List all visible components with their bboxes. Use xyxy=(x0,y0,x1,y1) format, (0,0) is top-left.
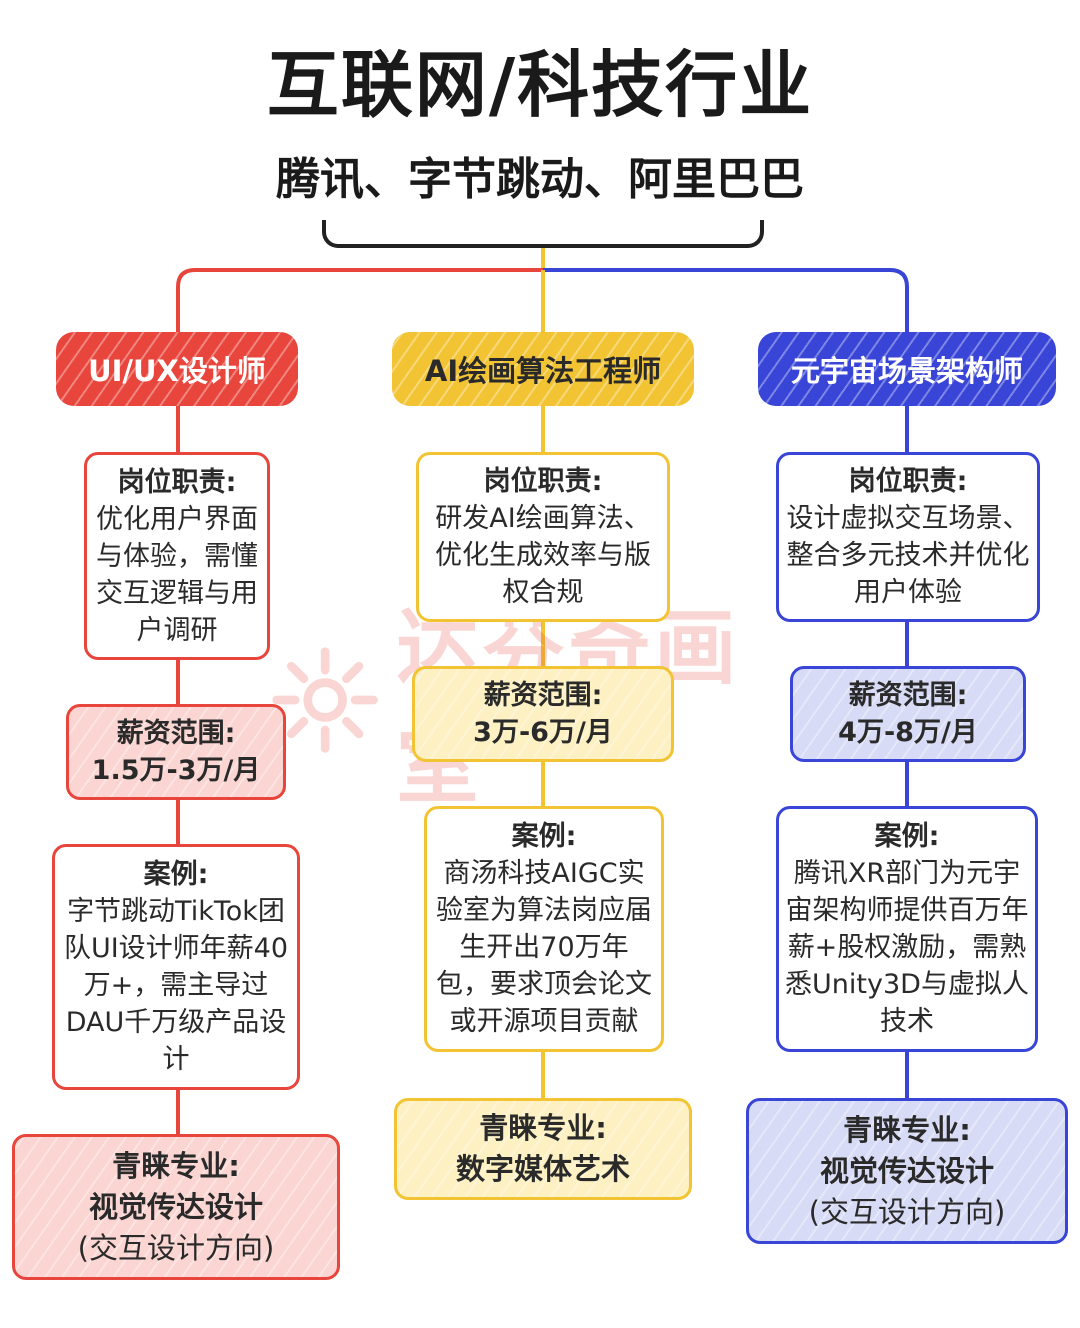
major-name: 视觉传达设计 xyxy=(819,1153,994,1188)
role-ai-painting: AI绘画算法工程师 xyxy=(392,332,694,406)
salary-box-uiux: 薪资范围: 1.5万-3万/月 xyxy=(66,704,286,800)
case-label: 案例: xyxy=(511,821,577,852)
role-metaverse-label: 元宇宙场景架构师 xyxy=(790,354,1023,388)
salary-label: 薪资范围: xyxy=(483,680,603,711)
salary-box-ai: 薪资范围: 3万-6万/月 xyxy=(412,666,674,762)
duty-box-ai: 岗位职责: 研发AI绘画算法、优化生成效率与版权合规 xyxy=(416,452,670,622)
case-box-uiux: 案例: 字节跳动TikTok团队UI设计师年薪40万+，需主导过DAU千万级产品… xyxy=(52,844,300,1090)
major-label: 青睐专业: xyxy=(843,1112,971,1147)
major-box-metaverse: 青睐专业: 视觉传达设计 (交互设计方向) xyxy=(746,1098,1068,1244)
major-name: 视觉传达设计 xyxy=(88,1189,263,1224)
page-subtitle: 腾讯、字节跳动、阿里巴巴 xyxy=(276,154,804,205)
duty-text: 优化用户界面与体验，需懂交互逻辑与用户调研 xyxy=(96,503,258,646)
salary-text: 3万-6万/月 xyxy=(473,717,613,748)
major-box-uiux: 青睐专业: 视觉传达设计 (交互设计方向) xyxy=(12,1134,340,1280)
case-text: 商汤科技AIGC实验室为算法岗应届生开出70万年包，要求顶会论文或开源项目贡献 xyxy=(436,858,652,1037)
case-text: 腾讯XR部门为元宇宙架构师提供百万年薪+股权激励，需熟悉Unity3D与虚拟人技… xyxy=(785,858,1029,1037)
duty-box-uiux: 岗位职责: 优化用户界面与体验，需懂交互逻辑与用户调研 xyxy=(84,452,270,660)
major-box-ai: 青睐专业: 数字媒体艺术 xyxy=(394,1098,692,1200)
duty-label: 岗位职责: xyxy=(848,466,968,497)
case-text: 字节跳动TikTok团队UI设计师年薪40万+，需主导过DAU千万级产品设计 xyxy=(63,896,289,1075)
duty-text: 设计虚拟交互场景、整合多元技术并优化用户体验 xyxy=(786,503,1030,608)
role-uiux-label: UI/UX设计师 xyxy=(88,354,266,388)
major-note: (交互设计方向) xyxy=(77,1230,275,1265)
salary-box-metaverse: 薪资范围: 4万-8万/月 xyxy=(790,666,1026,762)
case-label: 案例: xyxy=(874,821,940,852)
duty-text: 研发AI绘画算法、优化生成效率与版权合规 xyxy=(435,503,651,608)
page-title: 互联网/科技行业 xyxy=(266,43,814,127)
case-box-ai: 案例: 商汤科技AIGC实验室为算法岗应届生开出70万年包，要求顶会论文或开源项… xyxy=(424,806,664,1052)
role-ai-painting-label: AI绘画算法工程师 xyxy=(424,354,662,388)
salary-label: 薪资范围: xyxy=(848,680,968,711)
role-uiux: UI/UX设计师 xyxy=(56,332,298,406)
case-box-metaverse: 案例: 腾讯XR部门为元宇宙架构师提供百万年薪+股权激励，需熟悉Unity3D与… xyxy=(776,806,1038,1052)
major-label: 青睐专业: xyxy=(112,1148,240,1183)
case-label: 案例: xyxy=(143,859,209,890)
role-metaverse: 元宇宙场景架构师 xyxy=(758,332,1056,406)
duty-label: 岗位职责: xyxy=(117,466,237,498)
salary-label: 薪资范围: xyxy=(116,718,236,749)
duty-box-metaverse: 岗位职责: 设计虚拟交互场景、整合多元技术并优化用户体验 xyxy=(776,452,1040,622)
salary-text: 4万-8万/月 xyxy=(838,717,978,748)
top-bracket xyxy=(322,220,764,248)
major-label: 青睐专业: xyxy=(479,1111,607,1145)
salary-text: 1.5万-3万/月 xyxy=(91,755,261,786)
major-note: (交互设计方向) xyxy=(808,1194,1006,1229)
duty-label: 岗位职责: xyxy=(483,466,603,497)
major-name: 数字媒体艺术 xyxy=(455,1152,630,1186)
